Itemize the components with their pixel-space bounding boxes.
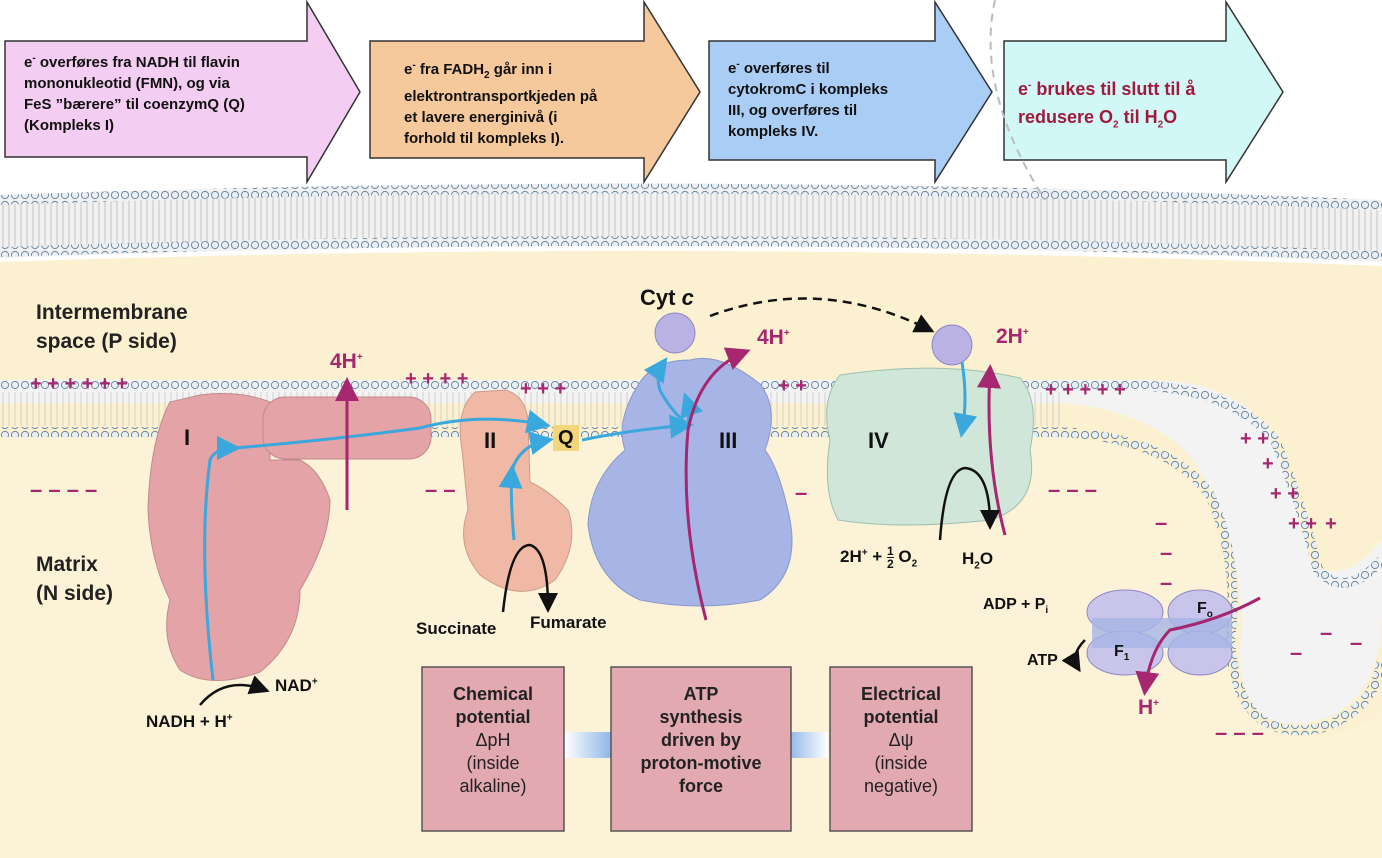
arrow-shape-2 (369, 0, 701, 185)
proton-arrows (335, 347, 1261, 696)
svg-text:– – – –: – – – – (30, 477, 97, 502)
electron-paths (203, 357, 978, 681)
fumarate-label: Fumarate (530, 613, 607, 632)
svg-text:–: – (1160, 540, 1172, 565)
cyt-c-2 (931, 324, 973, 366)
svg-text:+ +: + + (1240, 428, 1269, 450)
reaction-arrows (199, 466, 1086, 706)
nadh-label: NADH + H+ (146, 712, 233, 731)
svg-text:+ + + + +: + + + + + (1045, 379, 1126, 401)
svg-text:+ +: + + (1288, 513, 1317, 535)
complex-iv-label: IV (868, 428, 889, 453)
svg-text:–: – (1290, 640, 1302, 665)
q-label: Q (558, 427, 574, 449)
arrow-text-4: e- brukes til slutt til å redusere O2 ti… (1018, 79, 1196, 131)
arrow-shape-3 (708, 0, 993, 185)
svg-text:– – –: – – – (1048, 477, 1097, 502)
chemical-potential-box (421, 666, 565, 832)
svg-text:–: – (1155, 510, 1167, 535)
arrow-text-3: e- overføres til cytokromC i kompleks II… (728, 59, 889, 140)
nad-label: NAD+ (275, 676, 318, 695)
arrow-text-2: e- fra FADH2 går inn i elektrontransport… (404, 60, 598, 147)
f1-label: F1 (1114, 643, 1130, 664)
svg-text:–: – (1320, 620, 1332, 645)
proton-label-3: 2H+ (996, 325, 1029, 348)
svg-text:+ + + +: + + + + (405, 368, 468, 390)
svg-text:+ + + + + +: + + + + + + (30, 373, 128, 395)
complex-iii-label: III (719, 428, 738, 453)
electrical-potential-box (829, 666, 973, 832)
chemical-potential-text: Chemical potential ΔpH (inside alkaline) (452, 684, 534, 796)
arrow-shape-1 (4, 0, 361, 185)
arrow-shape-4 (1003, 0, 1284, 185)
matrix-label: Matrix (N side) (36, 553, 114, 605)
svg-text:–: – (795, 480, 807, 505)
cyt-c-1 (654, 312, 696, 354)
svg-text:– – –: – – – (1215, 720, 1264, 745)
atp-synthase (1086, 589, 1233, 676)
svg-text:+ +: + + (1270, 483, 1299, 505)
complex-i-label: I (184, 425, 191, 450)
svg-text:– –: – – (425, 477, 456, 502)
q-marker-bg (553, 425, 579, 451)
svg-text:–: – (1350, 630, 1362, 655)
atp-synthesis-box (610, 666, 792, 832)
cyt-c-transfer-arrow (709, 297, 935, 333)
svg-text:+: + (1325, 513, 1337, 535)
complex-iv (826, 367, 1034, 526)
succinate-label: Succinate (416, 619, 497, 638)
outer-membrane (0, 183, 1382, 262)
atp-label: ATP (1027, 652, 1058, 669)
charges: + + + + + + + + + + + + + + + + + + + + … (30, 368, 1362, 745)
atp-synthesis-text: ATP synthesis driven by proton-motive fo… (640, 684, 762, 796)
intermembrane-label: Intermembrane space (P side) (36, 301, 188, 353)
cyt-c-label: Cyt c (640, 285, 694, 310)
fo-label: Fo (1197, 600, 1213, 621)
proton-label-2: 4H+ (757, 326, 790, 349)
svg-text:+ + +: + + + (520, 378, 566, 400)
arrow-text-1: e- overføres fra NADH til flavin mononuk… (24, 53, 245, 134)
electrical-potential-text: Electrical potential Δψ (inside negative… (860, 684, 942, 796)
svg-text:+ +: + + (778, 375, 807, 397)
h2o-label: H2O (962, 549, 994, 572)
proton-label-1: 4H+ (330, 350, 363, 373)
adp-label: ADP + Pi (983, 596, 1049, 617)
svg-text:+: + (1262, 453, 1274, 475)
proton-label-4: H+ (1138, 696, 1160, 719)
complex-ii-label: II (484, 428, 497, 453)
svg-text:–: – (1160, 570, 1172, 595)
